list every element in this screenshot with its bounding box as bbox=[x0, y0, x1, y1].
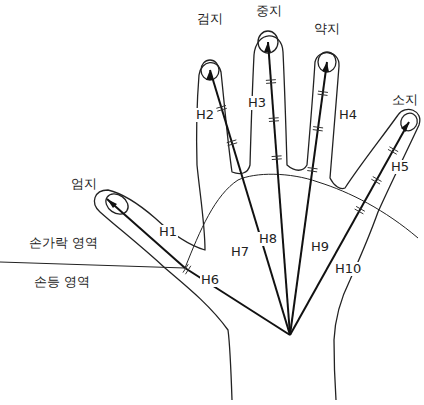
measure-label: H2 bbox=[195, 108, 215, 122]
arrowhead bbox=[107, 199, 117, 208]
joint-tick bbox=[373, 177, 382, 182]
index-tip bbox=[201, 60, 219, 80]
measure-label: H10 bbox=[334, 262, 362, 276]
thumb-tip bbox=[102, 190, 132, 219]
joint-tick bbox=[216, 105, 226, 108]
measure-label: H5 bbox=[390, 160, 410, 174]
finger-name: 엄지 bbox=[70, 177, 98, 191]
h1-line bbox=[107, 199, 185, 268]
h9-h4-line bbox=[290, 62, 327, 335]
measure-label: H4 bbox=[338, 108, 358, 122]
joint-tick bbox=[217, 108, 227, 111]
measure-label: H3 bbox=[247, 96, 267, 110]
little-tip bbox=[398, 110, 421, 134]
joint-tick bbox=[266, 82, 276, 84]
ring-tip bbox=[318, 52, 336, 72]
joint-tick bbox=[313, 130, 323, 131]
joint-tick bbox=[266, 79, 276, 81]
finger-name: 검지 bbox=[196, 12, 224, 26]
h7-h2-line bbox=[210, 70, 290, 335]
measure-label: H9 bbox=[310, 240, 330, 254]
region-label: 손가락 영역 bbox=[28, 236, 99, 250]
joint-tick bbox=[389, 147, 398, 152]
arrowhead bbox=[206, 70, 213, 80]
joint-tick bbox=[308, 168, 318, 169]
joint-tick bbox=[313, 127, 323, 128]
joint-tick bbox=[318, 94, 328, 95]
region-label: 손등 영역 bbox=[33, 275, 91, 289]
hand-outline bbox=[94, 36, 419, 400]
middle-tip bbox=[258, 31, 278, 53]
h6-line bbox=[185, 268, 290, 335]
finger-name: 중지 bbox=[255, 4, 283, 18]
joint-tick bbox=[307, 171, 317, 172]
joint-tick bbox=[356, 206, 365, 211]
joint-tick bbox=[272, 155, 282, 157]
measure-label: H1 bbox=[158, 225, 178, 239]
joint-tick bbox=[269, 120, 279, 122]
arrowhead bbox=[322, 62, 329, 72]
h8-h3-line bbox=[268, 42, 290, 335]
arrowhead bbox=[264, 42, 271, 52]
joint-tick bbox=[272, 158, 282, 160]
joint-tick bbox=[183, 264, 188, 272]
joint-tick bbox=[269, 117, 279, 119]
joint-tick bbox=[318, 91, 328, 92]
arrowhead bbox=[401, 122, 409, 132]
measure-label: H7 bbox=[230, 245, 250, 259]
h10-h5-line bbox=[290, 122, 409, 335]
joint-tick bbox=[227, 140, 237, 143]
region-boundary bbox=[0, 262, 185, 268]
measure-label: H6 bbox=[200, 273, 220, 287]
finger-name: 약지 bbox=[313, 22, 341, 36]
finger-name: 소지 bbox=[391, 93, 419, 107]
joint-tick bbox=[228, 143, 238, 146]
measure-label: H8 bbox=[258, 232, 278, 246]
